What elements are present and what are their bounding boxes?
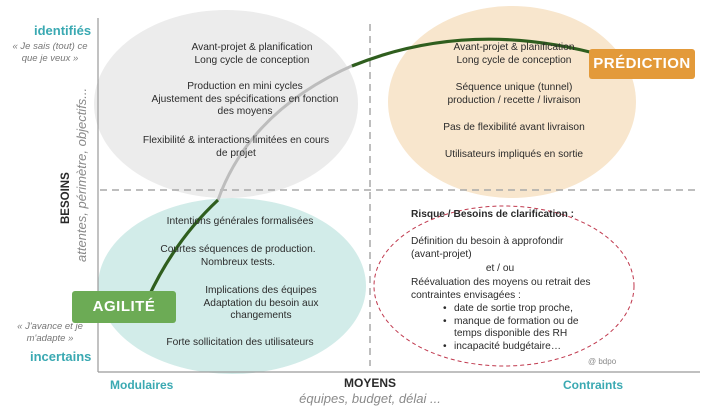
means-left-label: Modulaires — [110, 378, 174, 392]
curve-gray-segment — [216, 62, 357, 201]
br-bullet: date de sortie trop proche, — [440, 303, 590, 316]
br-bullet: manque de formation ou de temps disponib… — [440, 316, 590, 341]
needs-top-label: identifiés — [34, 23, 92, 38]
tr-text-4: Utilisateurs impliqués en sortie — [444, 149, 584, 160]
bl-text-1: Intentions générales formalisées — [166, 216, 314, 227]
needs-axis-title: BESOINS — [60, 172, 72, 224]
tr-text-2: Séquence unique (tunnel) production / re… — [447, 82, 581, 106]
br-bullets: date de sortie trop proche, manque de fo… — [440, 303, 590, 353]
bl-text-3: Implications des équipes Adaptation du b… — [203, 285, 319, 321]
needs-bottom-quote: « J'avance et je m'adapte » — [17, 321, 83, 344]
needs-top-quote: « Je sais (tout) ce que je veux » — [12, 41, 88, 64]
curve-green-upper — [351, 37, 606, 68]
means-axis-title: MOYENS — [343, 376, 396, 390]
agility-label: AGILITÉ — [72, 291, 176, 323]
br-line-1: Définition du besoin à approfondir (avan… — [411, 236, 564, 260]
br-title: Risque / Besoins de clarification : — [411, 209, 575, 220]
tr-text-1: Avant-projet & planification Long cycle … — [453, 42, 575, 66]
bl-text-2: Courtes séquences de production. Nombreu… — [160, 244, 316, 268]
tl-text-2: Production en mini cycles Ajustement des… — [151, 81, 339, 117]
ellipse-bottom-left — [98, 198, 366, 374]
credit: @ bdpo — [588, 357, 617, 366]
ellipse-bottom-right-dashed — [373, 205, 635, 367]
needs-axis-subtitle: attentes, périmètre, objectifs... — [74, 87, 89, 262]
means-axis-subtitle: équipes, budget, délai ... — [299, 391, 441, 406]
ellipse-top-left — [94, 10, 358, 198]
ellipse-top-right — [388, 6, 636, 198]
br-connector: et / ou — [485, 263, 515, 274]
tl-text-1: Avant-projet & planification Long cycle … — [191, 42, 313, 66]
curve-green-lower — [146, 198, 220, 299]
bl-text-4: Forte sollicitation des utilisateurs — [166, 337, 314, 348]
br-line-2: Réévaluation des moyens ou retrait des c… — [411, 277, 591, 301]
needs-bottom-label: incertains — [30, 349, 92, 364]
br-bullet: incapacité budgétaire… — [440, 341, 590, 354]
tr-text-3: Pas de flexibilité avant livraison — [443, 122, 585, 133]
means-right-label: Contraints — [563, 378, 623, 392]
tl-text-3: Flexibilité & interactions limitées en c… — [142, 135, 330, 159]
prediction-label: PRÉDICTION — [589, 49, 695, 79]
